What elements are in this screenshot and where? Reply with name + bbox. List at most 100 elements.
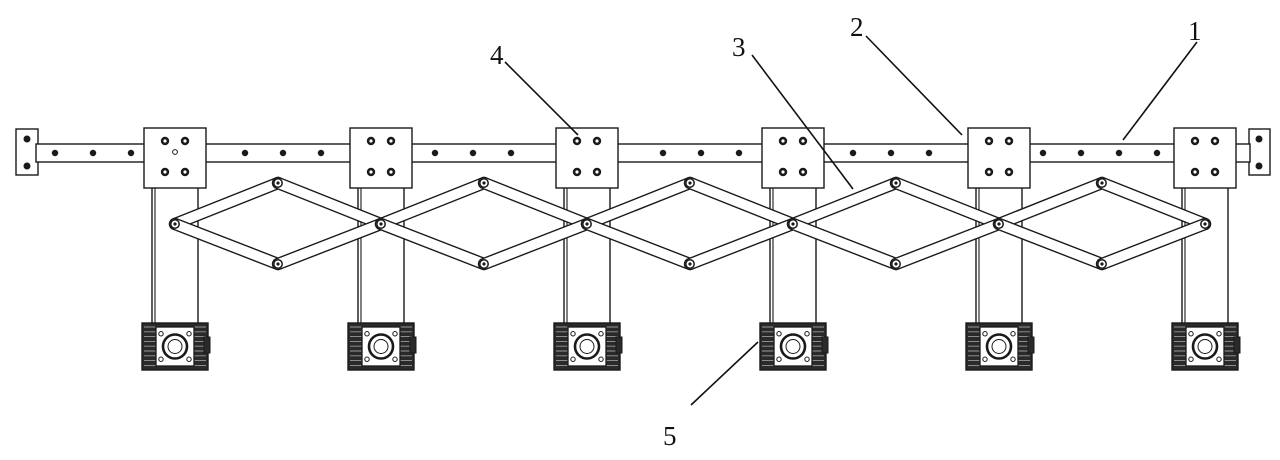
pivot-pin [173, 222, 177, 226]
leader-line-5 [690, 341, 759, 406]
end-effector-module [141, 322, 211, 371]
pivot-pin [997, 222, 1001, 226]
module-port-inner [579, 339, 595, 354]
leader-line-1 [1122, 41, 1198, 141]
rail-hole [279, 149, 287, 157]
carriage-column-body [151, 179, 199, 326]
bolt-center [781, 170, 785, 174]
module-tab [203, 336, 211, 354]
carriage-columns [143, 127, 1237, 326]
module-tab [1233, 336, 1241, 354]
bolt-center [781, 139, 785, 143]
module-screw [186, 331, 192, 337]
callout-label-4: 4 [490, 40, 504, 70]
rail-hole [507, 149, 515, 157]
pivot-pin [688, 262, 692, 266]
pivot-pin [276, 262, 280, 266]
bolt-center [987, 170, 991, 174]
module-port-inner [1197, 339, 1213, 354]
bolt-center [183, 170, 187, 174]
bolt-center [595, 139, 599, 143]
module-screw [1188, 356, 1194, 362]
carriage-plate [349, 127, 413, 189]
pivot-pin [482, 262, 486, 266]
carriage-column-body [1181, 179, 1229, 326]
module-screw [364, 331, 370, 337]
module-port-icon [161, 333, 189, 360]
rail-hole [697, 149, 705, 157]
rail-hole [849, 149, 857, 157]
carriage-column-body [975, 179, 1023, 326]
pivot-pin [379, 222, 383, 226]
bolt-center [183, 139, 187, 143]
rail-hole [1153, 149, 1161, 157]
bolt-center [595, 170, 599, 174]
end-effector-modules [141, 322, 1241, 371]
bolt-center [801, 139, 805, 143]
bolt-center [163, 170, 167, 174]
carriage-column-body [563, 179, 611, 326]
leader-line-2 [865, 35, 963, 136]
center-mark [172, 149, 178, 155]
carriage-plate [555, 127, 619, 189]
rail-hole [431, 149, 439, 157]
rail-hole [127, 149, 135, 157]
callout-label-3: 3 [732, 32, 746, 62]
pivot-pin [482, 181, 486, 185]
module-screw [392, 331, 398, 337]
module-screw [158, 331, 164, 337]
module-port-icon [985, 333, 1013, 360]
carriage-column-body [769, 179, 817, 326]
module-screw [186, 356, 192, 362]
module-screw [598, 356, 604, 362]
module-screw [598, 331, 604, 337]
bolt-center [801, 170, 805, 174]
bolt-center [987, 139, 991, 143]
callout-labels: 1 2 3 4 5 [490, 12, 1202, 451]
pivot-pin [585, 222, 589, 226]
pivot-pin [791, 222, 795, 226]
module-port-icon [573, 333, 601, 360]
module-screw [804, 356, 810, 362]
bolt-center [575, 139, 579, 143]
pivot-pin [1100, 262, 1104, 266]
rail-hole [659, 149, 667, 157]
module-port-icon [1191, 333, 1219, 360]
carriage-column [349, 127, 413, 326]
pivot-pin [894, 181, 898, 185]
callout-label-1: 1 [1188, 16, 1202, 46]
module-screw [1216, 356, 1222, 362]
bolt-center [369, 139, 373, 143]
leader-line-4 [504, 61, 579, 136]
module-screw [364, 356, 370, 362]
carriage-column [555, 127, 619, 326]
module-screw [570, 331, 576, 337]
leader-line-3 [751, 54, 854, 190]
module-port-inner [167, 339, 183, 354]
rail-hole [317, 149, 325, 157]
bolt-center [389, 170, 393, 174]
right-end-bracket [1248, 128, 1271, 176]
pivot-pin [1100, 181, 1104, 185]
pivot-pin [276, 181, 280, 185]
module-screw [1188, 331, 1194, 337]
rail-hole [1115, 149, 1123, 157]
module-screw [158, 356, 164, 362]
carriage-column-body [357, 179, 405, 326]
bolt-center [163, 139, 167, 143]
bolt-center [1213, 170, 1217, 174]
module-tab [409, 336, 417, 354]
end-effector-module [1171, 322, 1241, 371]
carriage-column [761, 127, 825, 326]
module-screw [982, 356, 988, 362]
carriage-plate [1173, 127, 1237, 189]
rail-holes [51, 149, 1161, 157]
module-screw [982, 331, 988, 337]
module-port-inner [373, 339, 389, 354]
bolt-center [1007, 170, 1011, 174]
bolt-center [1193, 139, 1197, 143]
end-effector-module [759, 322, 829, 371]
scissor-link [1095, 217, 1212, 271]
module-screw [1010, 356, 1016, 362]
end-effector-module [965, 322, 1035, 371]
